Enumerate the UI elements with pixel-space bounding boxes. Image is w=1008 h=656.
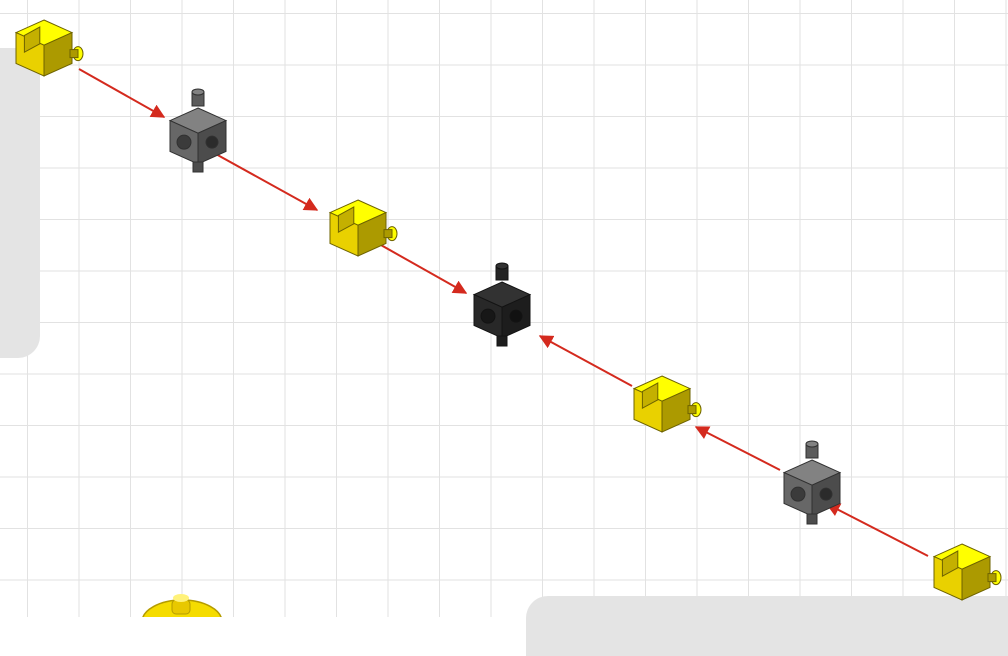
- block-2[interactable]: [168, 88, 228, 173]
- block-3[interactable]: [328, 199, 398, 257]
- block-4[interactable]: [472, 262, 532, 347]
- block-6[interactable]: [782, 440, 842, 525]
- connections: [78, 68, 929, 557]
- connection-arrow-5: [694, 426, 781, 471]
- assembly-diagram: [14, 19, 1002, 617]
- connection-arrow-3: [371, 239, 468, 294]
- connection-arrow-2: [213, 152, 319, 211]
- block-1[interactable]: [14, 19, 84, 77]
- partial-yellow-piece: [142, 594, 222, 617]
- connection-arrow-6: [825, 503, 929, 557]
- connection-arrow-4: [538, 335, 633, 387]
- side-panel[interactable]: [0, 48, 40, 358]
- block-7[interactable]: [932, 543, 1002, 601]
- block-5[interactable]: [632, 375, 702, 433]
- connection-arrow-1: [78, 68, 166, 118]
- blocks: [14, 19, 1002, 601]
